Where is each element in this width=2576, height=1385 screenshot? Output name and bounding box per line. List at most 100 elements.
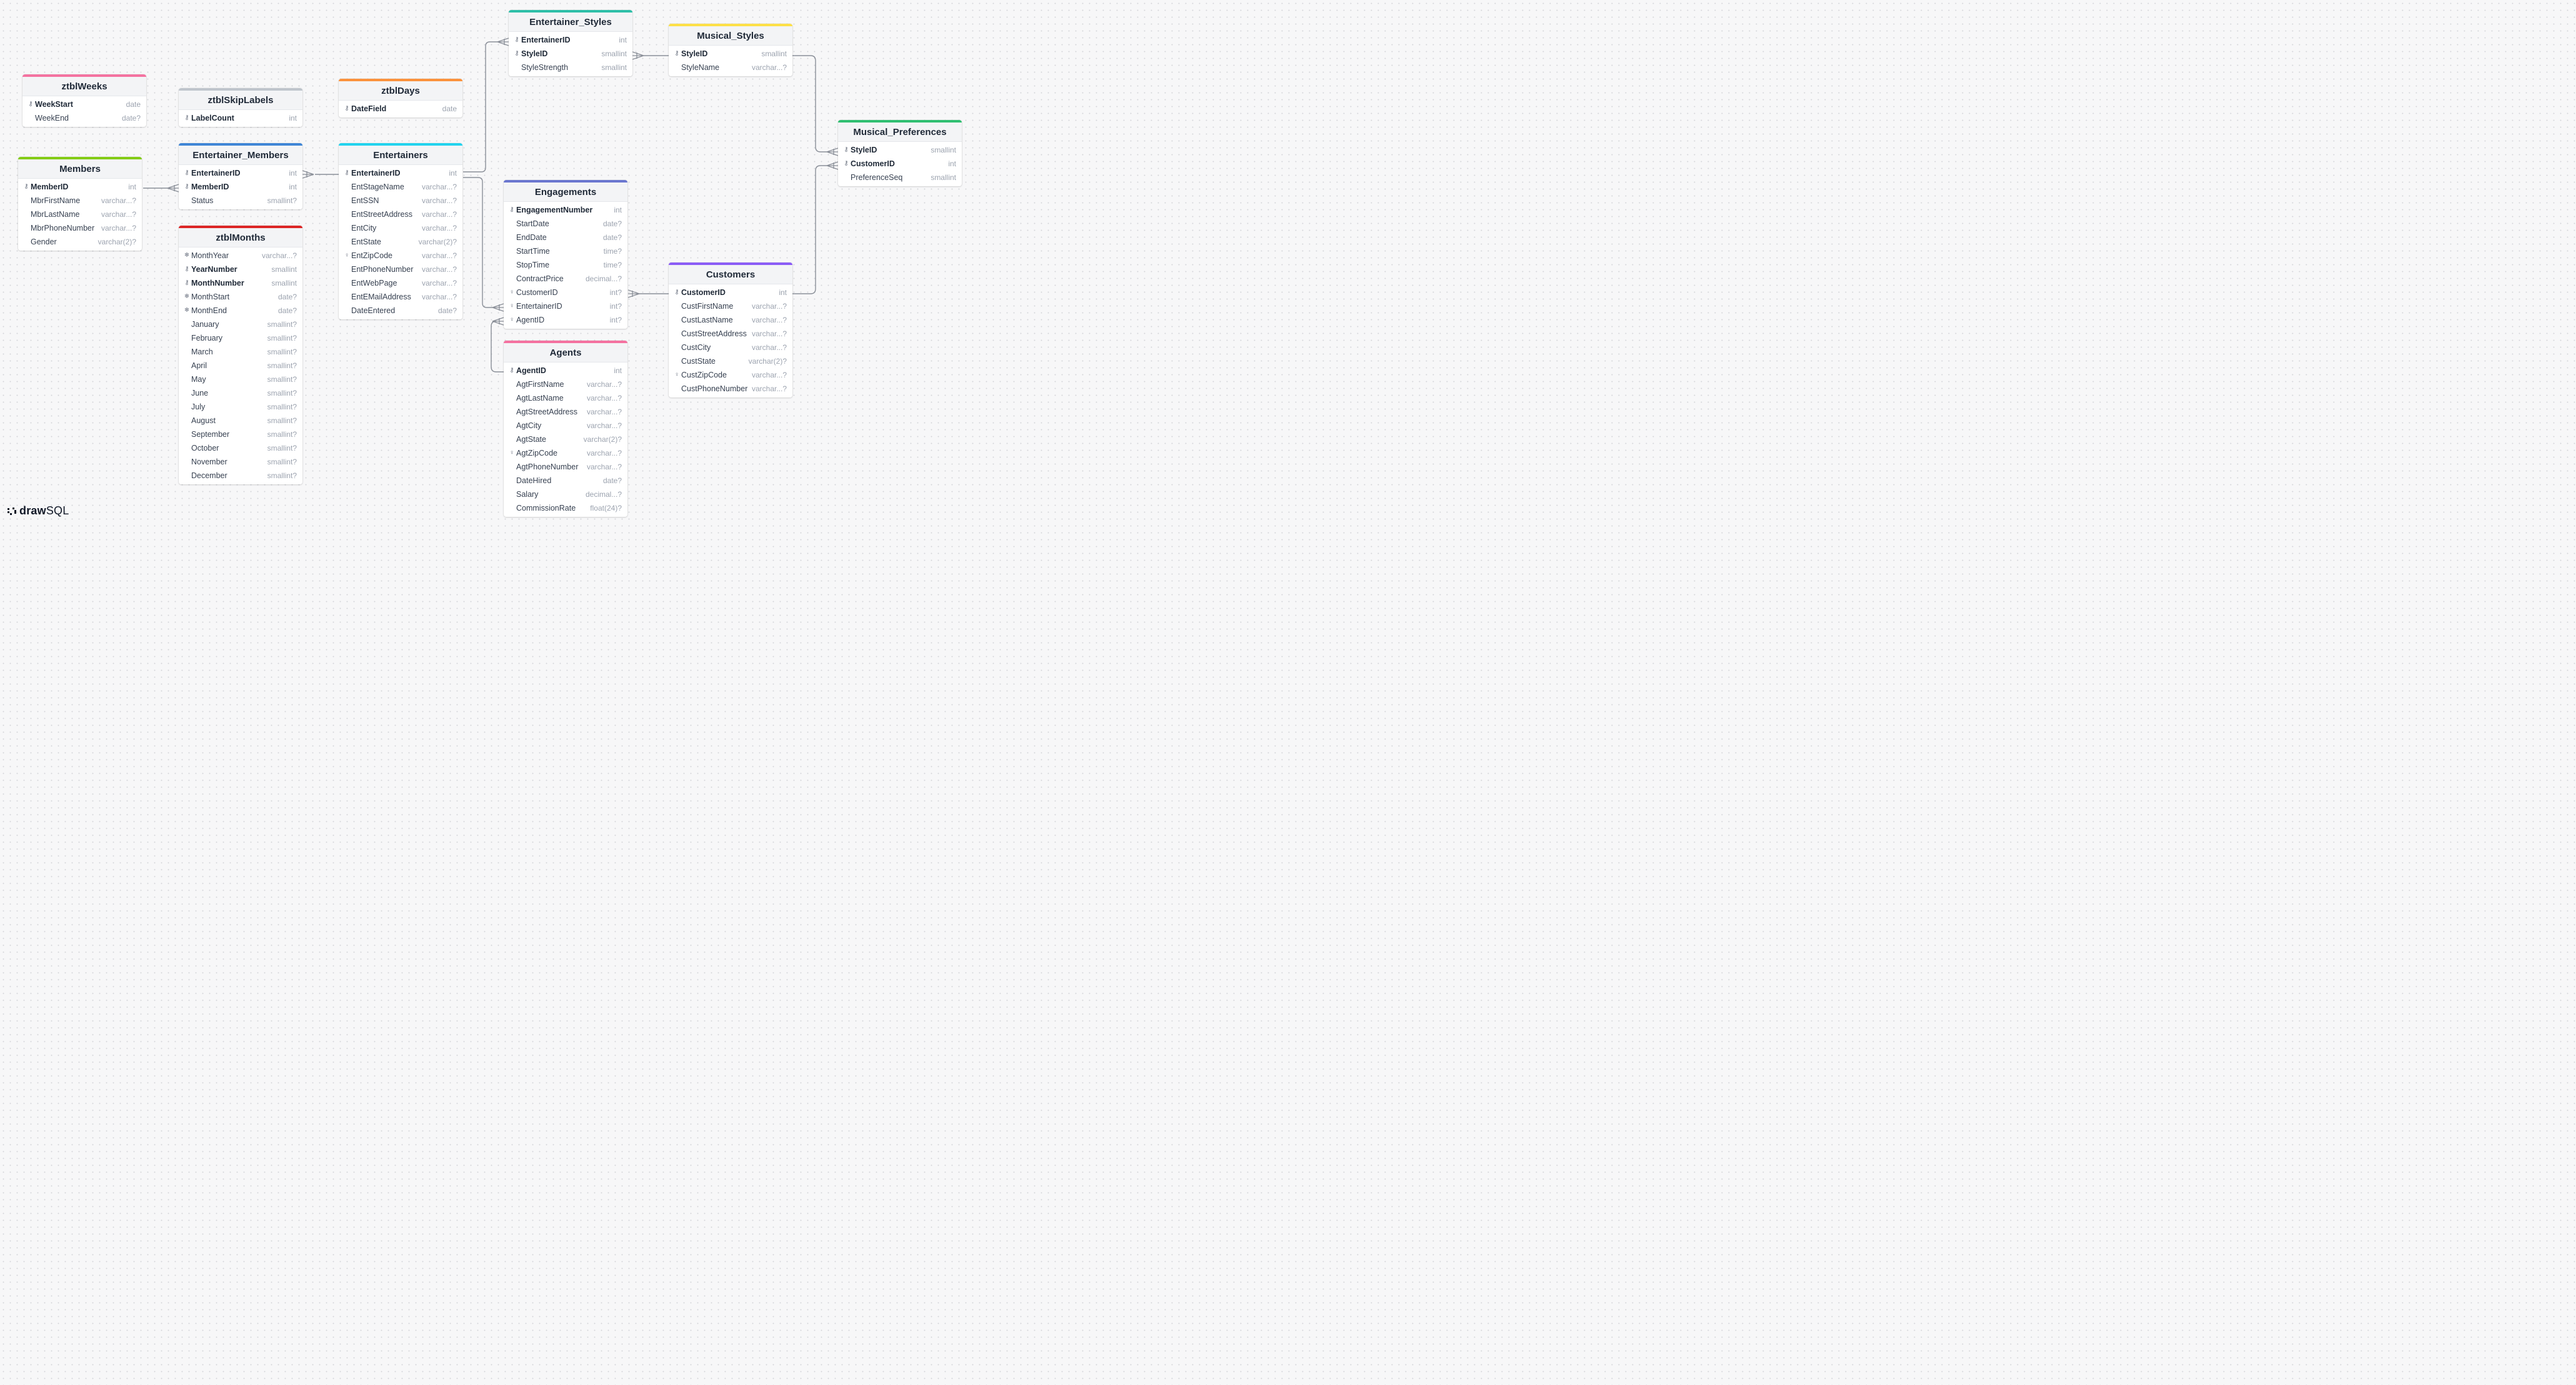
table-title[interactable]: ztblDays — [339, 81, 462, 101]
table-title[interactable]: Engagements — [504, 182, 627, 202]
relation-members-entertainer-members[interactable] — [143, 184, 179, 192]
relation-customers-engagements[interactable] — [627, 289, 669, 298]
table-title[interactable]: Musical_Preferences — [838, 122, 962, 142]
relation-musical-styles-entertainer-styles[interactable] — [632, 51, 669, 60]
table-title[interactable]: Members — [18, 159, 142, 179]
relation-musical-styles-musical-preferences[interactable] — [792, 55, 839, 156]
relation-agents-engagements[interactable] — [491, 317, 504, 372]
table-title[interactable]: Entertainers — [339, 146, 462, 165]
drawsql-logo[interactable]: drawSQL — [7, 504, 69, 518]
table-title[interactable]: ztblMonths — [179, 228, 302, 248]
table-title[interactable]: ztblSkipLabels — [179, 91, 302, 110]
table-title[interactable]: Entertainer_Members — [179, 146, 302, 165]
table-title[interactable]: ztblWeeks — [22, 77, 146, 96]
relation-customers-musical-preferences[interactable] — [792, 161, 839, 294]
table-title[interactable]: Musical_Styles — [669, 26, 792, 46]
table-title[interactable]: Entertainer_Styles — [509, 12, 632, 32]
table-title[interactable]: Customers — [669, 265, 792, 284]
relation-entertainers-entertainer-styles[interactable] — [463, 38, 509, 172]
table-title[interactable]: Agents — [504, 343, 627, 362]
relation-entertainers-engagements[interactable] — [463, 177, 504, 312]
relation-entertainers-entertainer-members[interactable] — [302, 170, 339, 179]
